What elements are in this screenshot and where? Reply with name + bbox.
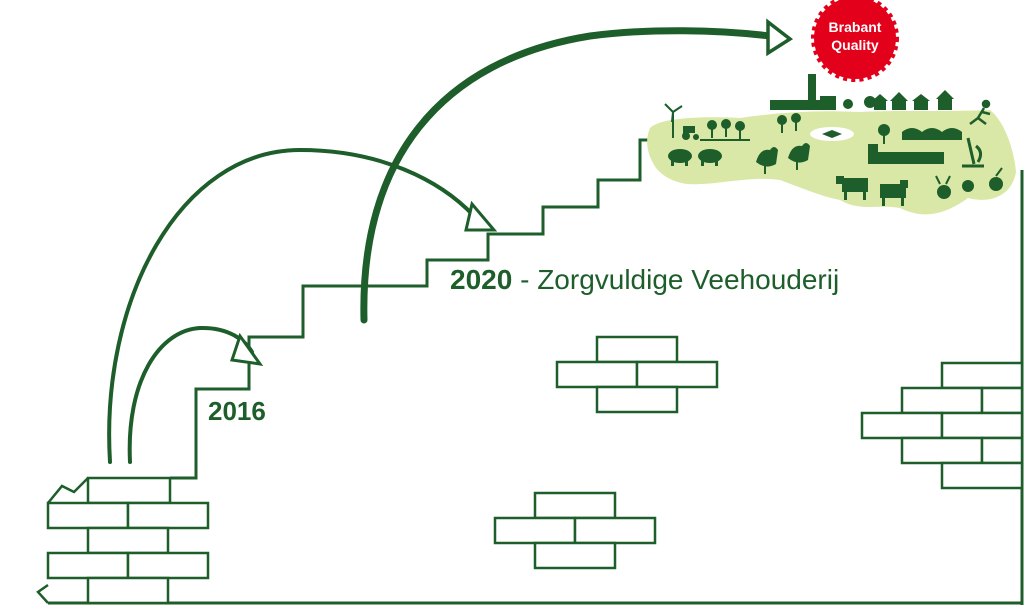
label-2020-goal: Zorgvuldige Veehouderij — [537, 264, 840, 295]
label-2020-year: 2020 — [450, 264, 513, 295]
microscope-icon — [962, 137, 984, 168]
arrowhead-2016 — [230, 332, 264, 366]
seal-line1: Brabant — [828, 19, 882, 35]
brick-pillar — [36, 476, 210, 605]
seal-label: Brabant Quality — [812, 18, 898, 54]
tractor-icon — [682, 126, 699, 140]
house-icon — [872, 90, 954, 110]
label-2020: 2020 - Zorgvuldige Veehouderij — [450, 264, 839, 296]
arrowhead-quality — [766, 18, 794, 57]
brick-cluster-upper — [555, 335, 719, 414]
seal-line2: Quality — [831, 37, 879, 53]
arrow-to-2016 — [127, 325, 254, 464]
brick-cluster-lower — [493, 491, 657, 570]
brick-cluster-right — [860, 361, 1024, 490]
cow-icon — [836, 176, 908, 206]
factory-icon — [770, 74, 836, 110]
runner-icon — [969, 99, 991, 125]
tree-icon — [707, 96, 890, 144]
chicken-icon — [756, 143, 810, 174]
vegetable-icon — [935, 167, 1003, 199]
brabant-quality-seal — [811, 0, 899, 82]
arrow-to-quality — [360, 27, 774, 324]
pig-icon — [668, 149, 722, 166]
greenhouse-icon — [868, 128, 962, 164]
label-2016: 2016 — [208, 396, 266, 426]
wind-turbine-icon — [664, 103, 683, 138]
brabant-landscape — [647, 74, 1016, 215]
arrowhead-2020 — [464, 200, 498, 232]
arrow-to-2020 — [107, 147, 476, 464]
label-2020-separator: - — [512, 264, 538, 295]
staircase-outline — [170, 138, 660, 480]
